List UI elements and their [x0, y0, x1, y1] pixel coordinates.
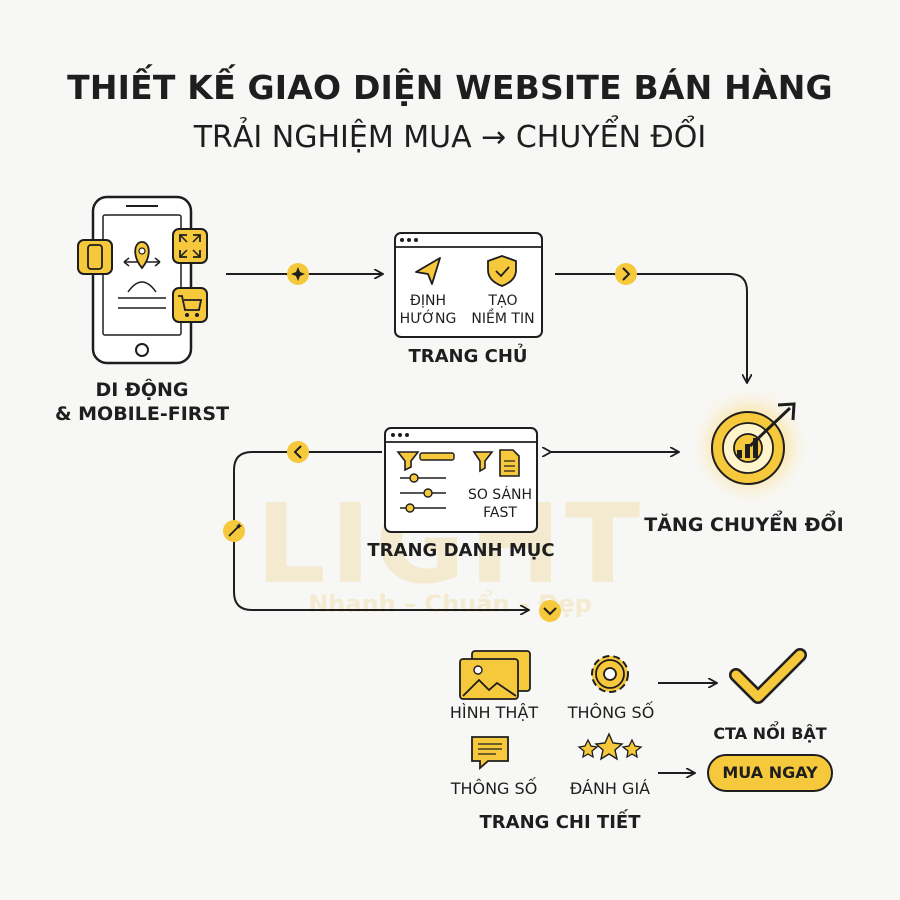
home-item-orient-line2: HƯỚNG	[399, 311, 457, 327]
category-compare-line1: SO SÁNH	[467, 487, 533, 503]
buy-now-button[interactable]: MUA NGAY	[707, 754, 833, 792]
page-subtitle: TRẢI NGHIỆM MUA → CHUYỂN ĐỔI	[193, 120, 707, 155]
conversion-label: TĂNG CHUYỂN ĐỔI	[644, 514, 844, 536]
mobile-label-line1: DI ĐỘNG	[95, 379, 189, 401]
chevron-down-icon	[539, 600, 561, 622]
filter-icon	[396, 451, 455, 472]
detail-reviews: ĐÁNH GIÁ	[569, 779, 651, 798]
connector-home-conversion	[555, 273, 747, 382]
sparkle-icon	[287, 263, 309, 285]
shield-check-icon	[487, 255, 517, 287]
map-pin-icon	[134, 241, 150, 270]
detail-specs-2: THÔNG SỐ	[450, 779, 538, 798]
home-item-trust-line1: TẠO	[488, 293, 518, 309]
home-item-orient: ĐỊNH HƯỚNG	[398, 292, 458, 328]
slider-icon	[400, 473, 446, 513]
cta-label: CTA NỔI BẬT	[713, 724, 827, 743]
image-icon	[459, 650, 531, 700]
star-icon	[577, 732, 643, 761]
phone-icon	[91, 195, 193, 365]
document-icon	[472, 449, 520, 477]
category-compare-line2: FAST	[483, 505, 517, 521]
page-title: THIẾT KẾ GIAO DIỆN WEBSITE BÁN HÀNG	[67, 68, 833, 107]
home-label: TRANG CHỦ	[408, 346, 528, 367]
category-label: TRANG DANH MỤC	[367, 540, 555, 561]
home-item-orient-line1: ĐỊNH	[410, 293, 446, 309]
target-icon	[711, 402, 796, 485]
detail-real-images: HÌNH THẬT	[449, 703, 539, 722]
cart-icon	[172, 287, 208, 323]
mobile-label-line2: & MOBILE-FIRST	[54, 403, 230, 425]
chat-icon	[471, 736, 509, 770]
check-icon	[729, 648, 807, 704]
expand-icon	[172, 228, 208, 264]
mobile-label: DI ĐỘNG & MOBILE-FIRST	[52, 378, 232, 426]
navigation-icon	[415, 257, 441, 285]
category-compare: SO SÁNH FAST	[460, 486, 540, 522]
gear-icon	[591, 655, 629, 693]
chevron-left-icon	[287, 441, 309, 463]
phone-badge-icon	[77, 239, 113, 275]
magic-wand-icon	[223, 520, 245, 542]
home-item-trust: TẠO NIỀM TIN	[466, 292, 540, 328]
detail-specs-1: THÔNG SỐ	[567, 703, 655, 722]
home-item-trust-line2: NIỀM TIN	[471, 311, 535, 327]
detail-label: TRANG CHI TIẾT	[479, 812, 641, 833]
chevron-right-icon	[615, 263, 637, 285]
